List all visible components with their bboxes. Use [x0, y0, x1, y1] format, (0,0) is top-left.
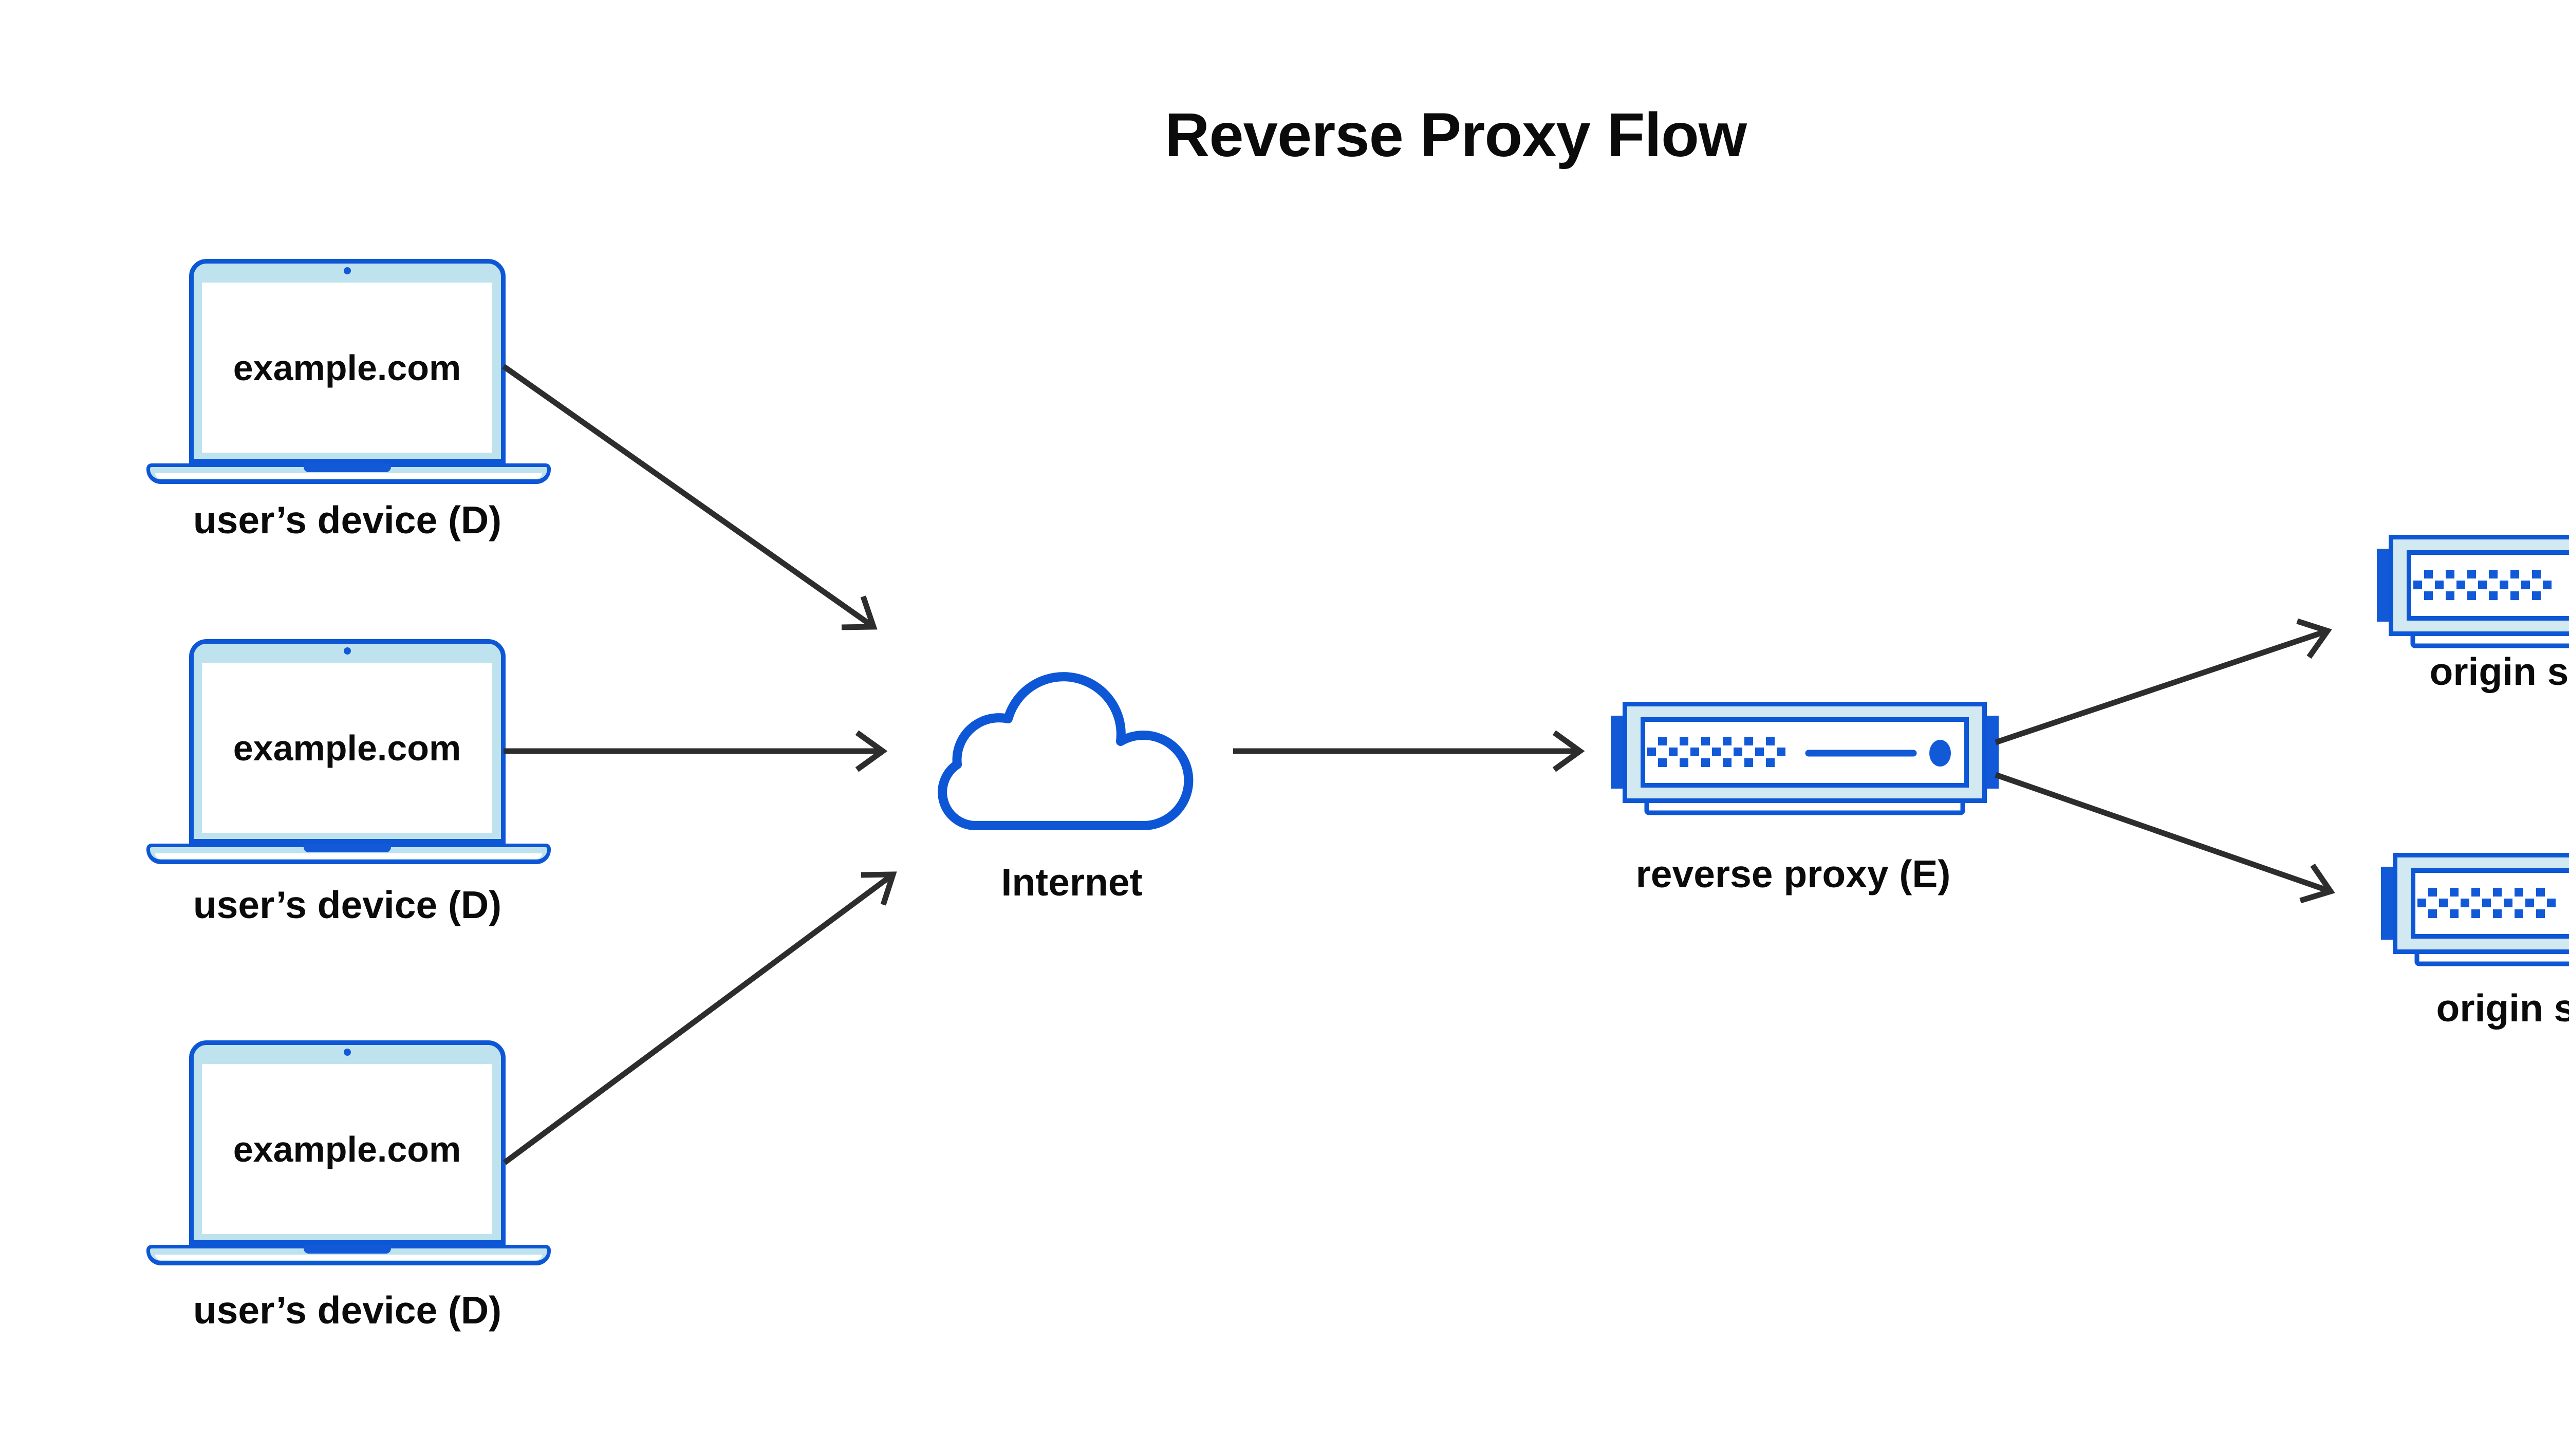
internet-label: Internet: [1001, 861, 1143, 904]
page-title: Reverse Proxy Flow: [1164, 100, 1747, 170]
device-screen-text: example.com: [202, 283, 492, 453]
device-label: user’s device (D): [193, 883, 502, 926]
laptop-icon: example.com: [146, 1040, 551, 1265]
flow-arrow: [501, 364, 878, 630]
reverse-proxy-label: reverse proxy (E): [1635, 852, 1951, 895]
flow-arrow: [1995, 618, 2332, 745]
device-label: user’s device (D): [193, 1289, 502, 1332]
camera-dot-icon: [344, 267, 351, 274]
cloud-icon: [938, 672, 1194, 830]
origin-server-label: origin server (F): [2436, 986, 2569, 1030]
camera-dot-icon: [344, 647, 351, 655]
device-screen-text: example.com: [202, 663, 492, 833]
laptop-notch: [304, 844, 391, 852]
laptop-notch: [304, 1245, 391, 1254]
flow-arrow: [1233, 730, 1585, 772]
laptop-icon: example.com: [146, 639, 551, 864]
laptop-icon: example.com: [146, 259, 551, 484]
origin-server-label: origin server (F): [2429, 650, 2569, 693]
device-label: user’s device (D): [193, 498, 502, 542]
camera-dot-icon: [344, 1049, 351, 1056]
device-screen-text: example.com: [202, 1064, 492, 1234]
flow-arrow: [504, 730, 888, 772]
laptop-notch: [304, 463, 391, 472]
flow-arrow: [1995, 772, 2335, 904]
flow-arrow: [502, 871, 897, 1165]
